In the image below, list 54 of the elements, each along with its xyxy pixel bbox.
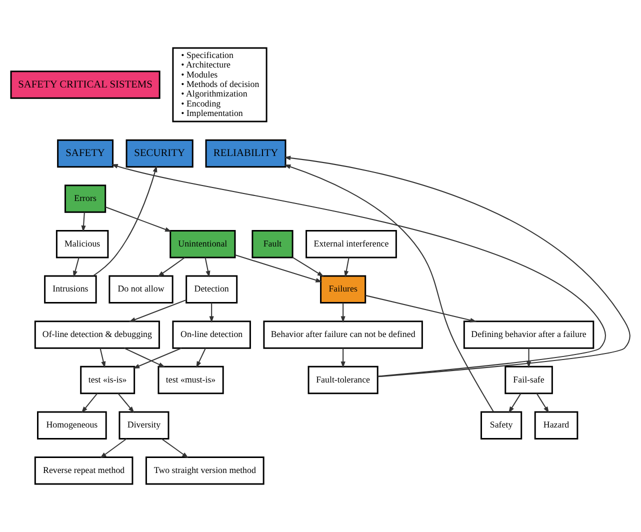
node-box: SAFETY: [57, 139, 114, 168]
arrow: [284, 164, 494, 412]
arrow: [128, 299, 186, 322]
arrow: [111, 164, 606, 377]
node-box: Fault-tolerance: [308, 366, 378, 394]
node-box: SAFETY CRITICAL SISTEMS: [10, 70, 160, 99]
node-box: RELIABILITY: [205, 139, 286, 168]
node-box: Behavior after failure can not be defined: [263, 320, 423, 349]
node-box: Malicious: [56, 230, 109, 258]
node-box: test «must-is»: [158, 366, 224, 394]
arrow: [344, 257, 350, 278]
node-box: Intrusions: [44, 275, 97, 304]
node-box: Of-line detection & debugging: [34, 320, 160, 349]
node-box: Fail-safe: [504, 366, 553, 394]
arrow: [161, 438, 189, 458]
arrow: [235, 254, 322, 282]
arrow: [81, 393, 98, 414]
arrow: [340, 348, 346, 368]
arrow: [209, 302, 214, 323]
arrow: [92, 166, 158, 276]
arrow: [100, 438, 127, 458]
node-box: Hazard: [534, 411, 578, 440]
arrow: [508, 393, 522, 414]
node-box: Failures: [320, 275, 366, 304]
arrow: [204, 257, 210, 278]
arrow: [365, 294, 477, 322]
node-box: test «is-is»: [80, 366, 136, 394]
node-box: Two straight version method: [145, 456, 264, 485]
node-box: Detection: [186, 275, 238, 304]
node-box: On-line detection: [172, 320, 251, 349]
node-box: Defining behavior after a failure: [463, 320, 594, 349]
arrow: [118, 393, 134, 414]
arrow: [73, 257, 80, 278]
arrow: [100, 348, 106, 368]
node-box: Diversity: [118, 411, 170, 440]
node-box: • Specification • Architecture • Modules • Methods of decision • Algorithmization • Encoding • Implementation: [172, 47, 268, 122]
node-box: External interference: [306, 230, 397, 258]
arrow: [292, 256, 324, 277]
node-box: Fault: [252, 230, 294, 258]
node-box: SECURITY: [126, 139, 194, 168]
arrow: [158, 257, 186, 277]
arrow: [105, 206, 172, 232]
arrow: [284, 156, 630, 378]
node-box: Errors: [64, 184, 106, 213]
node-box: Safety: [480, 411, 522, 440]
arrow: [81, 212, 86, 232]
node-box: Do not allow: [108, 275, 174, 304]
arrow: [340, 302, 346, 323]
arrow: [132, 348, 182, 369]
node-box: Homogeneous: [37, 411, 107, 440]
node-box: Unintentional: [170, 230, 236, 258]
arrow: [196, 348, 206, 368]
node-box: Reverse repeat method: [34, 456, 134, 485]
arrow: [536, 393, 550, 414]
